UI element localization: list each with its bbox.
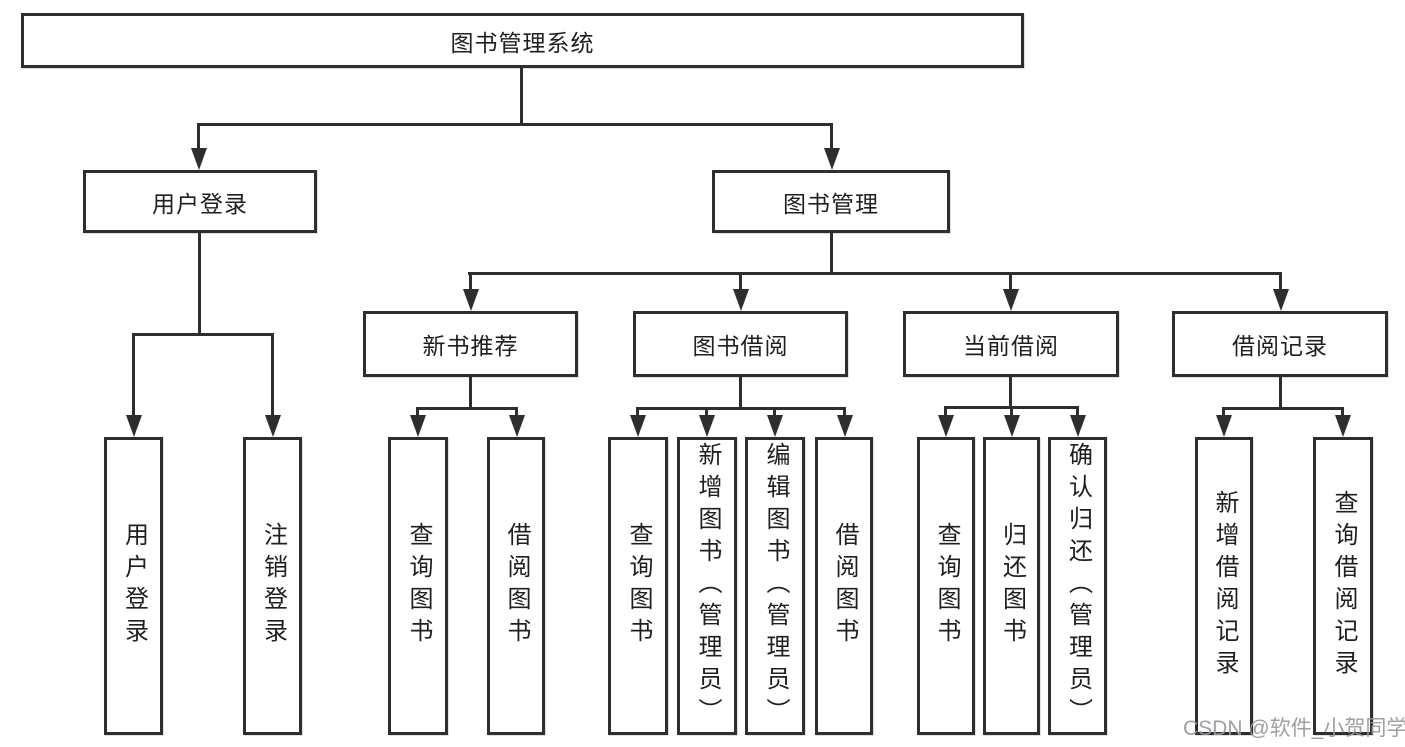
connector-hline-level2: [197, 123, 833, 126]
leaf-bb-add-books-admin: 新增图书（管理员）: [677, 437, 737, 735]
node-user-login: 用户登录: [83, 170, 317, 233]
node-borrowing-records: 借阅记录: [1172, 311, 1388, 377]
connector-arrow-new-book: [469, 272, 472, 289]
connector-arrow-book-management: [830, 123, 833, 148]
connector-arrow-bb-edit: [773, 407, 776, 415]
node-new-book-recommend: 新书推荐: [363, 311, 578, 377]
leaf-nb-query-books: 查询图书: [388, 437, 448, 735]
connector-hline-book-borrowing: [636, 407, 846, 410]
connector-vline-root: [520, 68, 523, 126]
connector-arrow-cb-query: [944, 406, 947, 415]
connector-vline-user-login: [198, 233, 201, 336]
leaf-logout: 注销登录: [243, 437, 302, 735]
leaf-cb-confirm-return-admin: 确认归还（管理员）: [1048, 437, 1107, 735]
node-current-borrowing: 当前借阅: [903, 311, 1119, 377]
node-book-borrowing: 图书借阅: [633, 311, 848, 377]
connector-hline-user-login: [132, 333, 274, 336]
connector-arrow-current-borrowing: [1009, 272, 1012, 289]
leaf-br-add-record: 新增借阅记录: [1195, 437, 1253, 735]
connector-vline-book-management: [830, 233, 833, 275]
connector-vline-new-book: [469, 377, 472, 410]
leaf-br-query-record: 查询借阅记录: [1313, 437, 1373, 735]
leaf-cb-query-books: 查询图书: [917, 437, 975, 735]
connector-arrow-user-login: [197, 123, 200, 148]
node-root-library-system: 图书管理系统: [21, 13, 1024, 68]
connector-arrow-leaf-logout: [271, 333, 274, 415]
connector-arrow-leaf-login: [132, 333, 135, 415]
leaf-cb-return-books: 归还图书: [983, 437, 1040, 735]
leaf-bb-edit-books-admin: 编辑图书（管理员）: [745, 437, 805, 735]
csdn-watermark: CSDN @软件_小贺同学: [1183, 717, 1405, 740]
connector-arrow-nb-borrow: [515, 407, 518, 415]
connector-arrow-br-query: [1341, 407, 1344, 415]
connector-arrow-borrowing-records: [1279, 272, 1282, 289]
connector-arrow-book-borrowing: [739, 272, 742, 289]
connector-hline-new-book: [417, 407, 518, 410]
connector-vline-book-borrowing: [739, 377, 742, 410]
connector-arrow-nb-query: [416, 407, 419, 415]
connector-hline-level3: [468, 272, 1282, 275]
node-book-management: 图书管理: [712, 170, 950, 233]
connector-arrow-cb-confirm: [1076, 406, 1079, 415]
leaf-bb-borrow-books: 借阅图书: [815, 437, 873, 735]
connector-arrow-cb-return: [1010, 406, 1013, 415]
connector-arrow-br-add: [1222, 407, 1225, 415]
connector-vline-current-borrowing: [1009, 377, 1012, 409]
connector-hline-borrowing-records: [1222, 407, 1344, 410]
connector-arrow-bb-add: [705, 407, 708, 415]
connector-arrow-bb-borrow: [843, 407, 846, 415]
connector-arrow-bb-query: [636, 407, 639, 415]
leaf-user-login: 用户登录: [104, 437, 163, 735]
connector-vline-borrowing-records: [1279, 377, 1282, 410]
leaf-bb-query-books: 查询图书: [608, 437, 668, 735]
leaf-nb-borrow-books: 借阅图书: [487, 437, 545, 735]
